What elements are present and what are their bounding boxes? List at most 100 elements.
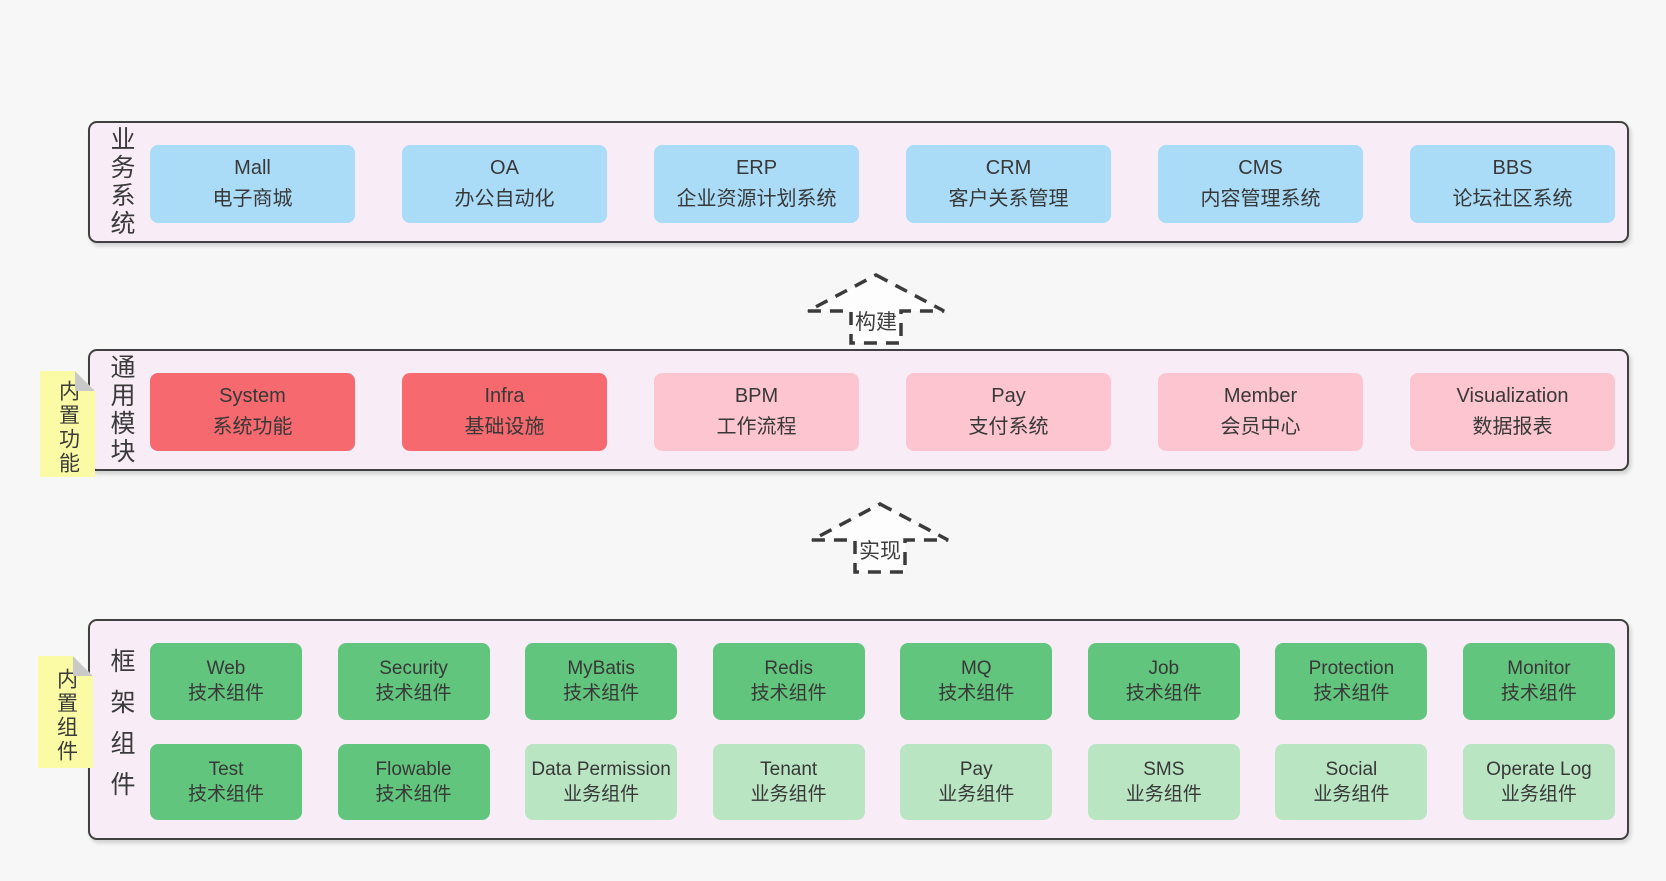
node-title: Tenant xyxy=(760,758,818,780)
node-subtitle: 技术组件 xyxy=(375,783,452,805)
arrow-build-label: 构建 xyxy=(855,311,897,334)
arrow-build: 构建 xyxy=(806,273,946,345)
band-business-systems: 业务系统 Mall 电子商城 OA 办公自动化 ERP 企业资源计划系统 CRM 客户关系管理… xyxy=(88,121,1629,243)
node-title: Data Permission xyxy=(531,758,671,780)
node-subtitle: 技术组件 xyxy=(375,683,452,705)
dashed-up-arrow-icon xyxy=(807,273,945,345)
node-title: SMS xyxy=(1143,758,1185,780)
node-title: Protection xyxy=(1308,658,1395,680)
node-title: Security xyxy=(379,658,448,680)
node-title: BPM xyxy=(734,385,779,407)
node-member: Member 会员中心 xyxy=(1158,373,1363,451)
node-subtitle: 企业资源计划系统 xyxy=(676,188,837,210)
node-subtitle: 业务组件 xyxy=(1313,783,1390,805)
node-subtitle: 业务组件 xyxy=(938,783,1015,805)
node-title: Flowable xyxy=(375,758,452,780)
node-subtitle: 业务组件 xyxy=(750,783,827,805)
node-title: Redis xyxy=(764,658,813,680)
band-label-business-systems: 业务系统 xyxy=(107,126,135,238)
node-subtitle: 技术组件 xyxy=(187,683,264,705)
node-subtitle: 会员中心 xyxy=(1220,416,1301,438)
node-subtitle: 技术组件 xyxy=(1313,683,1390,705)
node-subtitle: 技术组件 xyxy=(1125,683,1202,705)
node-title: Pay xyxy=(991,385,1026,407)
node-subtitle: 技术组件 xyxy=(750,683,827,705)
node-title: Test xyxy=(208,758,244,780)
node-system: System 系统功能 xyxy=(150,373,355,451)
node-subtitle: 电子商城 xyxy=(212,188,293,210)
node-title: MQ xyxy=(960,658,992,680)
node-title: Social xyxy=(1325,758,1378,780)
node-subtitle: 业务组件 xyxy=(1125,783,1202,805)
node-subtitle: 技术组件 xyxy=(938,683,1015,705)
node-subtitle: 办公自动化 xyxy=(454,188,555,210)
node-bpm: BPM 工作流程 xyxy=(654,373,859,451)
node-title: Mall xyxy=(234,157,271,179)
node-subtitle: 基础设施 xyxy=(464,416,545,438)
dashed-up-arrow-icon xyxy=(811,502,949,574)
node-security: Security 技术组件 xyxy=(337,643,490,720)
band-label-common-modules: 通用模块 xyxy=(107,354,135,466)
node-web: Web 技术组件 xyxy=(150,643,302,720)
node-subtitle: 技术组件 xyxy=(187,783,264,805)
node-title: CRM xyxy=(985,157,1032,179)
band-label-framework-components: 框架组件 xyxy=(107,647,135,812)
node-title: BBS xyxy=(1492,157,1533,179)
node-title: Web xyxy=(206,658,246,680)
node-subtitle: 技术组件 xyxy=(1500,683,1577,705)
node-erp: ERP 企业资源计划系统 xyxy=(654,145,859,223)
arrow-implement-label: 实现 xyxy=(859,540,901,563)
node-crm: CRM 客户关系管理 xyxy=(906,145,1111,223)
node-tenant: Tenant 业务组件 xyxy=(712,743,865,820)
sticky-note-label: 内置功能 xyxy=(56,380,80,476)
node-subtitle: 客户关系管理 xyxy=(948,188,1069,210)
node-subtitle: 论坛社区系统 xyxy=(1452,188,1573,210)
node-title: OA xyxy=(490,157,519,179)
node-title: System xyxy=(219,385,286,407)
node-pay: Pay 业务组件 xyxy=(900,743,1053,820)
node-flowable: Flowable 技术组件 xyxy=(337,743,490,820)
node-title: Member xyxy=(1223,385,1298,407)
node-redis: Redis 技术组件 xyxy=(712,643,865,720)
node-subtitle: 工作流程 xyxy=(716,416,797,438)
node-monitor: Monitor 技术组件 xyxy=(1462,643,1615,720)
node-title: Visualization xyxy=(1456,385,1569,407)
node-title: Pay xyxy=(959,758,993,780)
node-test: Test 技术组件 xyxy=(150,743,302,820)
node-subtitle: 系统功能 xyxy=(212,416,293,438)
node-sms: SMS 业务组件 xyxy=(1087,743,1240,820)
node-title: CMS xyxy=(1238,157,1283,179)
node-data-permission: Data Permission 业务组件 xyxy=(525,743,678,820)
node-subtitle: 数据报表 xyxy=(1472,416,1553,438)
node-subtitle: 支付系统 xyxy=(968,416,1049,438)
node-title: Operate Log xyxy=(1486,758,1592,780)
sticky-note-label: 内置组件 xyxy=(54,668,78,764)
node-visualization: Visualization 数据报表 xyxy=(1410,373,1615,451)
node-pay: Pay 支付系统 xyxy=(906,373,1111,451)
node-mq: MQ 技术组件 xyxy=(900,643,1053,720)
node-mall: Mall 电子商城 xyxy=(150,145,355,223)
node-subtitle: 技术组件 xyxy=(563,683,640,705)
node-subtitle: 业务组件 xyxy=(563,783,640,805)
arrow-implement: 实现 xyxy=(810,502,950,574)
node-protection: Protection 技术组件 xyxy=(1275,643,1428,720)
node-title: MyBatis xyxy=(567,658,635,680)
node-title: Monitor xyxy=(1507,658,1571,680)
node-mybatis: MyBatis 技术组件 xyxy=(525,643,678,720)
sticky-note-builtin-features: 内置功能 xyxy=(40,371,95,477)
node-title: ERP xyxy=(735,157,778,179)
